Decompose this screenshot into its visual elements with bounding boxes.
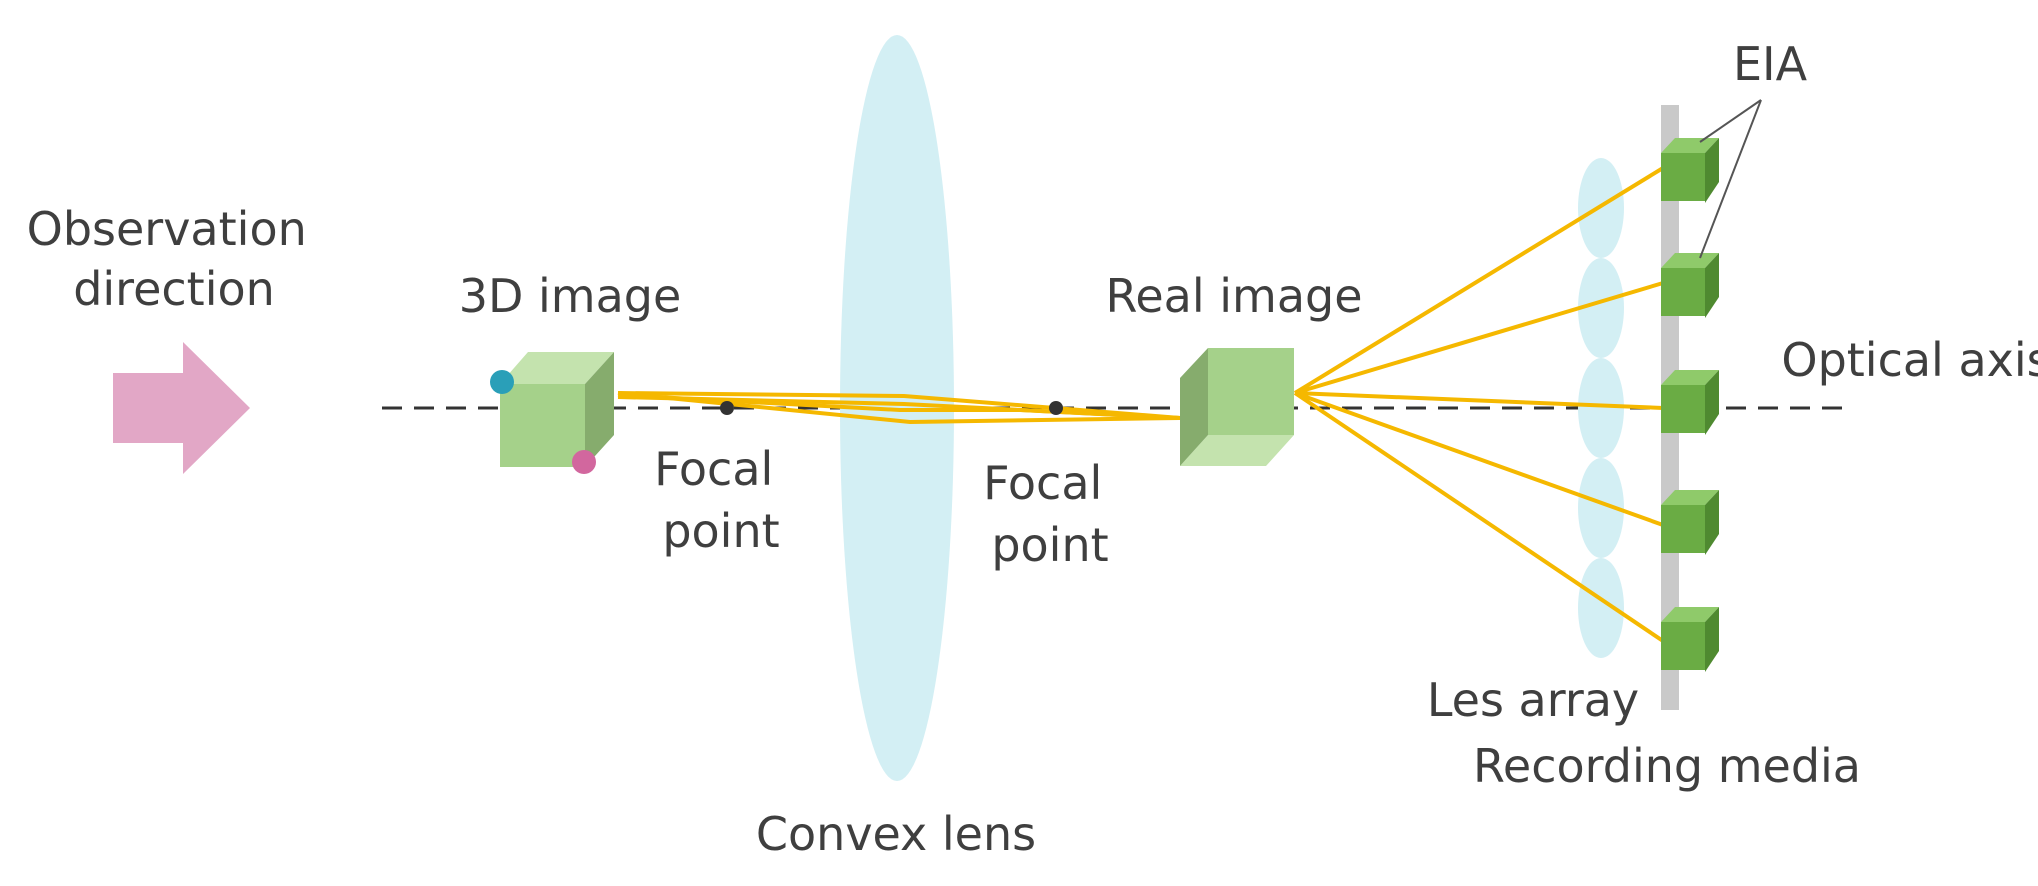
cube-top	[500, 352, 614, 384]
convex-lens-label: Convex lens	[756, 807, 1036, 861]
recording-media-label: Recording media	[1473, 739, 1861, 793]
cube-side	[1180, 348, 1208, 466]
focal-point-left-label: Focal point	[654, 442, 788, 558]
pink-dot	[572, 450, 596, 474]
observation-direction-label: Observation direction	[27, 202, 322, 316]
focal-point-left-dot	[720, 401, 734, 415]
eia-elements	[1661, 138, 1719, 672]
cube-side	[585, 352, 614, 467]
ray	[617, 391, 1181, 425]
eia-leader-lines	[1699, 99, 1762, 259]
3d-image-cube	[500, 352, 614, 467]
ray	[1294, 391, 1664, 410]
eia-element	[1661, 138, 1719, 203]
ray	[1293, 166, 1665, 395]
lens-array-element	[1578, 458, 1624, 558]
lens-array-label: Les array	[1427, 673, 1639, 727]
eia-element	[1661, 607, 1719, 672]
eia-element	[1661, 253, 1719, 318]
ray	[617, 391, 1181, 420]
rays-to-real-image	[1293, 166, 1665, 643]
eia-element	[1661, 370, 1719, 435]
ray	[1294, 281, 1664, 395]
lens-array	[1578, 158, 1624, 658]
3d-image-label: 3D image	[459, 269, 682, 323]
focal-point-right-label: Focal point	[983, 456, 1117, 572]
optical-axis-label: Optical axis	[1781, 333, 2038, 387]
eia-element	[1661, 490, 1719, 555]
lens-array-element	[1578, 358, 1624, 458]
ray	[1294, 391, 1664, 527]
cube-front	[1208, 348, 1294, 435]
cube-bottom	[1180, 435, 1294, 466]
lens-array-element	[1578, 558, 1624, 658]
teal-dot	[490, 370, 514, 394]
observation-arrow	[113, 342, 250, 474]
real-image-label: Real image	[1105, 269, 1362, 323]
lens-array-element	[1578, 258, 1624, 358]
ray	[1293, 391, 1665, 643]
ray	[617, 393, 1181, 420]
focal-point-right-dot	[1049, 401, 1063, 415]
rays-to-3d-image	[617, 391, 1181, 425]
cube-front	[500, 384, 585, 467]
real-image-cube	[1180, 348, 1294, 466]
eia-label: EIA	[1733, 37, 1808, 91]
